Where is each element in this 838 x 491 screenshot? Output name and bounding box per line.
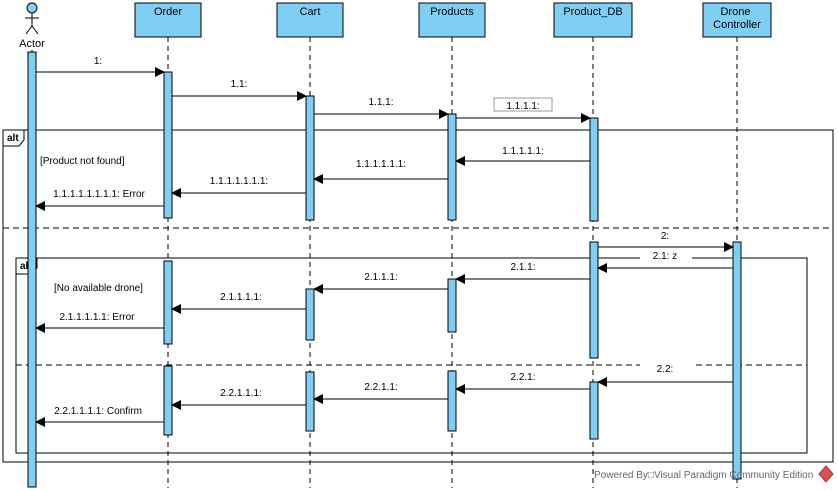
actor-activation — [27, 51, 37, 488]
message-label: 2.2.1.1.1: — [220, 388, 262, 399]
message-label-box — [640, 250, 692, 263]
outer-alt-frame: alt [Product not found] — [2, 129, 834, 463]
inner-alt-tag: alt — [20, 261, 32, 272]
lifeline-order: Order — [134, 2, 202, 38]
message-label: 2.1.1: — [510, 262, 535, 273]
message-label: 2.1: z — [653, 251, 677, 262]
message-label: 2.1.1.1.1.1: Error — [59, 312, 135, 323]
lifeline-product-db: Product_DB — [553, 2, 633, 38]
lifeline-cart: Cart — [276, 2, 344, 38]
message-label: 1.1.1.1.1.1: — [356, 159, 406, 170]
products-activation-3 — [447, 370, 457, 432]
products-activation-1 — [447, 113, 457, 221]
message-label: 1.1.1: — [368, 97, 393, 108]
footer-watermark: Powered By□Visual Paradigm Community Edi… — [594, 465, 834, 483]
cart-activation-3 — [305, 371, 315, 432]
message-label: 1: — [94, 56, 102, 67]
message-label: 2: — [661, 231, 669, 242]
product-db-activation-1 — [589, 117, 599, 222]
product-db-activation-2 — [589, 241, 599, 359]
lifeline-order-label: Order — [154, 6, 182, 18]
order-activation-3 — [163, 365, 173, 436]
message-label-box — [493, 97, 553, 112]
outer-alt-guard: [Product not found] — [40, 156, 125, 167]
footer-text: Powered By□Visual Paradigm Community Edi… — [594, 470, 813, 481]
messages — [35, 67, 734, 427]
lifeline-product-db-label: Product_DB — [563, 6, 622, 18]
lifeline-drone-controller-label: Drone Controller — [713, 6, 761, 31]
message-label: 2.2.1.1.1.1: Confirm — [54, 406, 142, 417]
message-label: 1.1.1.1.1: — [502, 146, 544, 157]
products-activation-2 — [447, 278, 457, 333]
message-label: 2.2.1: — [510, 372, 535, 383]
message-label: 1.1: — [231, 79, 248, 90]
product-db-activation-3 — [589, 381, 599, 440]
lifeline-products-label: Products — [430, 6, 474, 18]
actor-label: Actor — [19, 38, 45, 50]
message-label: 1.1.1.1: — [506, 101, 539, 112]
message-label: 2.1.1.1.1: — [220, 292, 262, 303]
message-labels: 1: 1.1: 1.1.1: 1.1.1.1: 1.1.1.1.1: 1.1.1… — [53, 56, 677, 417]
cart-activation-1 — [305, 95, 315, 221]
lifeline-drone-controller: Drone Controller — [702, 2, 772, 38]
order-activation-2 — [163, 260, 173, 345]
actor: Actor — [19, 2, 45, 50]
cart-activation-2 — [305, 288, 315, 341]
lifeline-products: Products — [418, 2, 486, 38]
visual-paradigm-logo-icon — [818, 465, 834, 483]
message-label: 1.1.1.1.1.1.1.1: Error — [53, 189, 145, 200]
message-label-box — [640, 232, 692, 245]
message-label: 2.1.1.1: — [364, 272, 397, 283]
order-activation-1 — [163, 71, 173, 219]
inner-alt-guard: [No available drone] — [54, 283, 143, 294]
outer-alt-tag: alt — [7, 133, 19, 144]
message-label: 2.2: — [657, 364, 674, 375]
drone-controller-activation — [732, 241, 742, 480]
message-label: 1.1.1.1.1.1.1: — [210, 176, 268, 187]
message-label-box — [640, 362, 692, 375]
activation-bars — [27, 51, 742, 488]
lifeline-cart-label: Cart — [300, 6, 321, 18]
message-label: 2.2.1.1: — [364, 382, 397, 393]
inner-alt-frame: alt [No available drone] — [15, 257, 808, 454]
